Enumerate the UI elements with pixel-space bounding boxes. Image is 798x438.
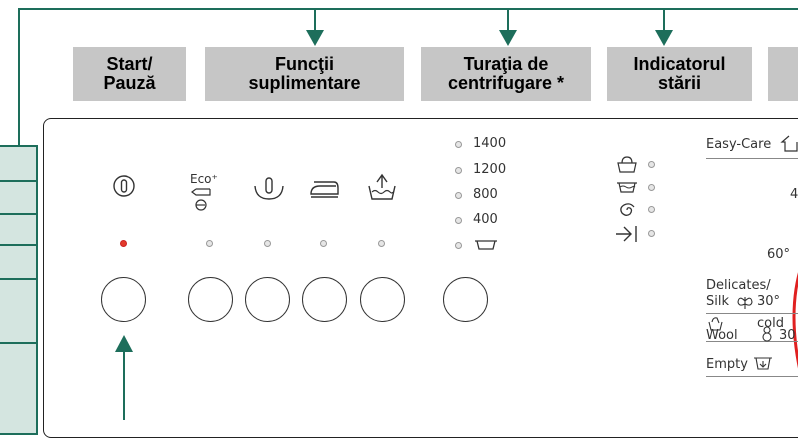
spin-speed-button[interactable] (443, 277, 488, 322)
program-divider (706, 376, 798, 377)
program-divider (706, 313, 798, 314)
arrow-status-shaft (663, 10, 665, 34)
spin-speed-1200: 1200 (473, 162, 507, 177)
eco-led (206, 240, 213, 247)
header-status-indicator: Indicatorul stării (607, 47, 752, 101)
program-wool: Wool (706, 328, 738, 343)
butterfly-icon (736, 293, 754, 311)
wool-icon (760, 325, 774, 343)
program-wool-temp: 30 (779, 328, 796, 343)
start-led (120, 240, 127, 247)
shirt-icon (780, 133, 798, 153)
header-spin-speed: Turaţia de centrifugare * (421, 47, 591, 101)
eco-button[interactable] (188, 277, 233, 322)
spin-status-led (648, 206, 655, 213)
rinse-status-icon (615, 180, 639, 194)
arrow-start-head (115, 335, 133, 352)
program-divider (706, 341, 798, 342)
program-cold: cold (757, 316, 784, 331)
drain-tub-icon (473, 237, 499, 251)
arrow-status-head (655, 30, 673, 46)
program-silk: Silk (706, 294, 730, 309)
rinse-hold-button[interactable] (245, 277, 290, 322)
spin-led-1200 (455, 167, 462, 174)
power-icon (111, 173, 137, 199)
iron-led (320, 240, 327, 247)
header-start-pause: Start/ Pauză (73, 47, 186, 101)
arrow-spin-shaft (507, 10, 509, 34)
spin-speed-400: 400 (473, 212, 498, 227)
spin-speed-800: 800 (473, 187, 498, 202)
start-pause-button[interactable] (101, 277, 146, 322)
easy-iron-button[interactable] (302, 277, 347, 322)
hand-wash-icon (706, 314, 724, 332)
spin-led-400 (455, 217, 462, 224)
side-strip-divider (0, 213, 36, 215)
program-delicates: Delicates/ (706, 278, 771, 293)
control-panel (43, 118, 798, 438)
side-strip-divider (0, 180, 36, 182)
program-temp-60: 60° (767, 247, 791, 262)
spin-led-1400 (455, 141, 462, 148)
wash-status-icon (615, 155, 639, 173)
arrow-functions-shaft (314, 10, 316, 34)
rinse-hold-led (264, 240, 271, 247)
prewash-icon (365, 172, 399, 202)
side-strip-divider (0, 342, 36, 344)
arrow-functions-head (306, 30, 324, 46)
prewash-led (378, 240, 385, 247)
program-temp-4: 4 (790, 187, 798, 202)
header-program-partial (768, 47, 798, 101)
program-dial-arc (784, 262, 798, 382)
header-additional-functions: Funcţii suplimentare (205, 47, 404, 101)
program-delicates-temp: 30° (757, 294, 781, 309)
eco-label: Eco⁺ (190, 171, 218, 186)
eco-icon: Eco⁺ (190, 172, 228, 212)
empty-drain-icon (752, 355, 774, 373)
end-status-icon (614, 224, 640, 244)
arrow-spin-head (499, 30, 517, 46)
program-empty: Empty (706, 357, 748, 372)
spin-status-icon (616, 201, 638, 219)
iron-icon (308, 176, 342, 200)
rinse-hold-icon (252, 176, 286, 202)
rinse-status-led (648, 184, 655, 191)
arrow-start-shaft (123, 350, 125, 420)
spin-led-800 (455, 192, 462, 199)
side-strip-divider (0, 244, 36, 246)
end-status-led (648, 230, 655, 237)
side-strip (0, 145, 38, 435)
spin-speed-1400: 1400 (473, 136, 507, 151)
spin-led-drain (455, 242, 462, 249)
prewash-button[interactable] (360, 277, 405, 322)
callout-frame-top (18, 8, 798, 10)
wash-status-led (648, 161, 655, 168)
side-strip-divider (0, 278, 36, 280)
program-easy-care: Easy-Care (706, 137, 772, 152)
program-divider (706, 158, 798, 159)
